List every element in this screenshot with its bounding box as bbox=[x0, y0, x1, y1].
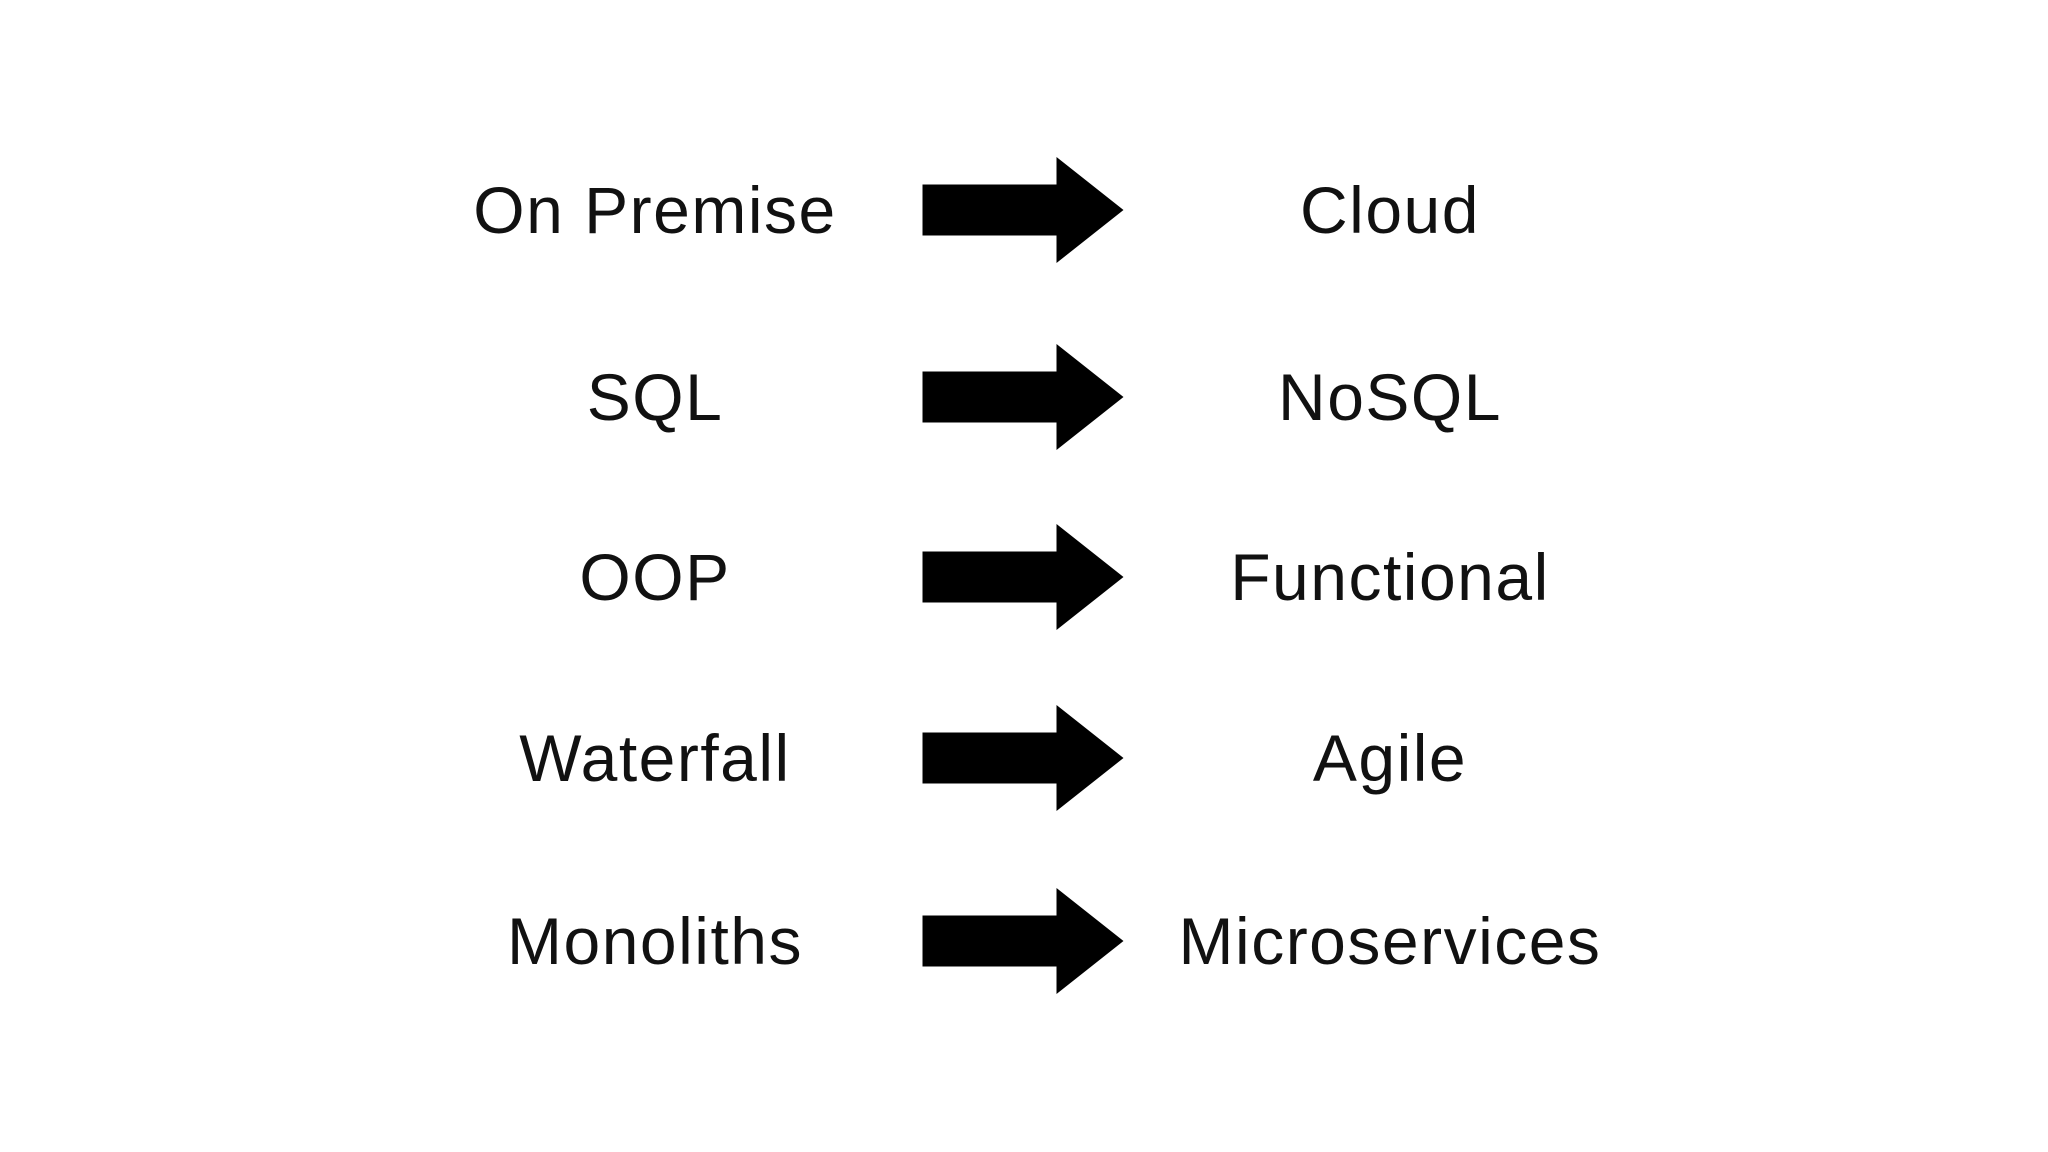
to-label: Functional bbox=[1230, 540, 1550, 614]
from-label: Waterfall bbox=[519, 721, 791, 795]
to-label: Agile bbox=[1312, 721, 1468, 795]
from-label: SQL bbox=[586, 360, 724, 434]
from-label: Monoliths bbox=[507, 904, 803, 978]
right-arrow-icon bbox=[922, 157, 1124, 263]
to-label: Cloud bbox=[1300, 173, 1480, 247]
right-arrow-icon bbox=[922, 344, 1124, 450]
to-label: Microservices bbox=[1178, 904, 1602, 978]
right-arrow-icon bbox=[922, 524, 1124, 630]
from-label: OOP bbox=[579, 540, 731, 614]
right-arrow-icon bbox=[922, 888, 1124, 994]
right-arrow-icon bbox=[922, 705, 1124, 811]
from-label: On Premise bbox=[473, 173, 837, 247]
to-label: NoSQL bbox=[1278, 360, 1502, 434]
